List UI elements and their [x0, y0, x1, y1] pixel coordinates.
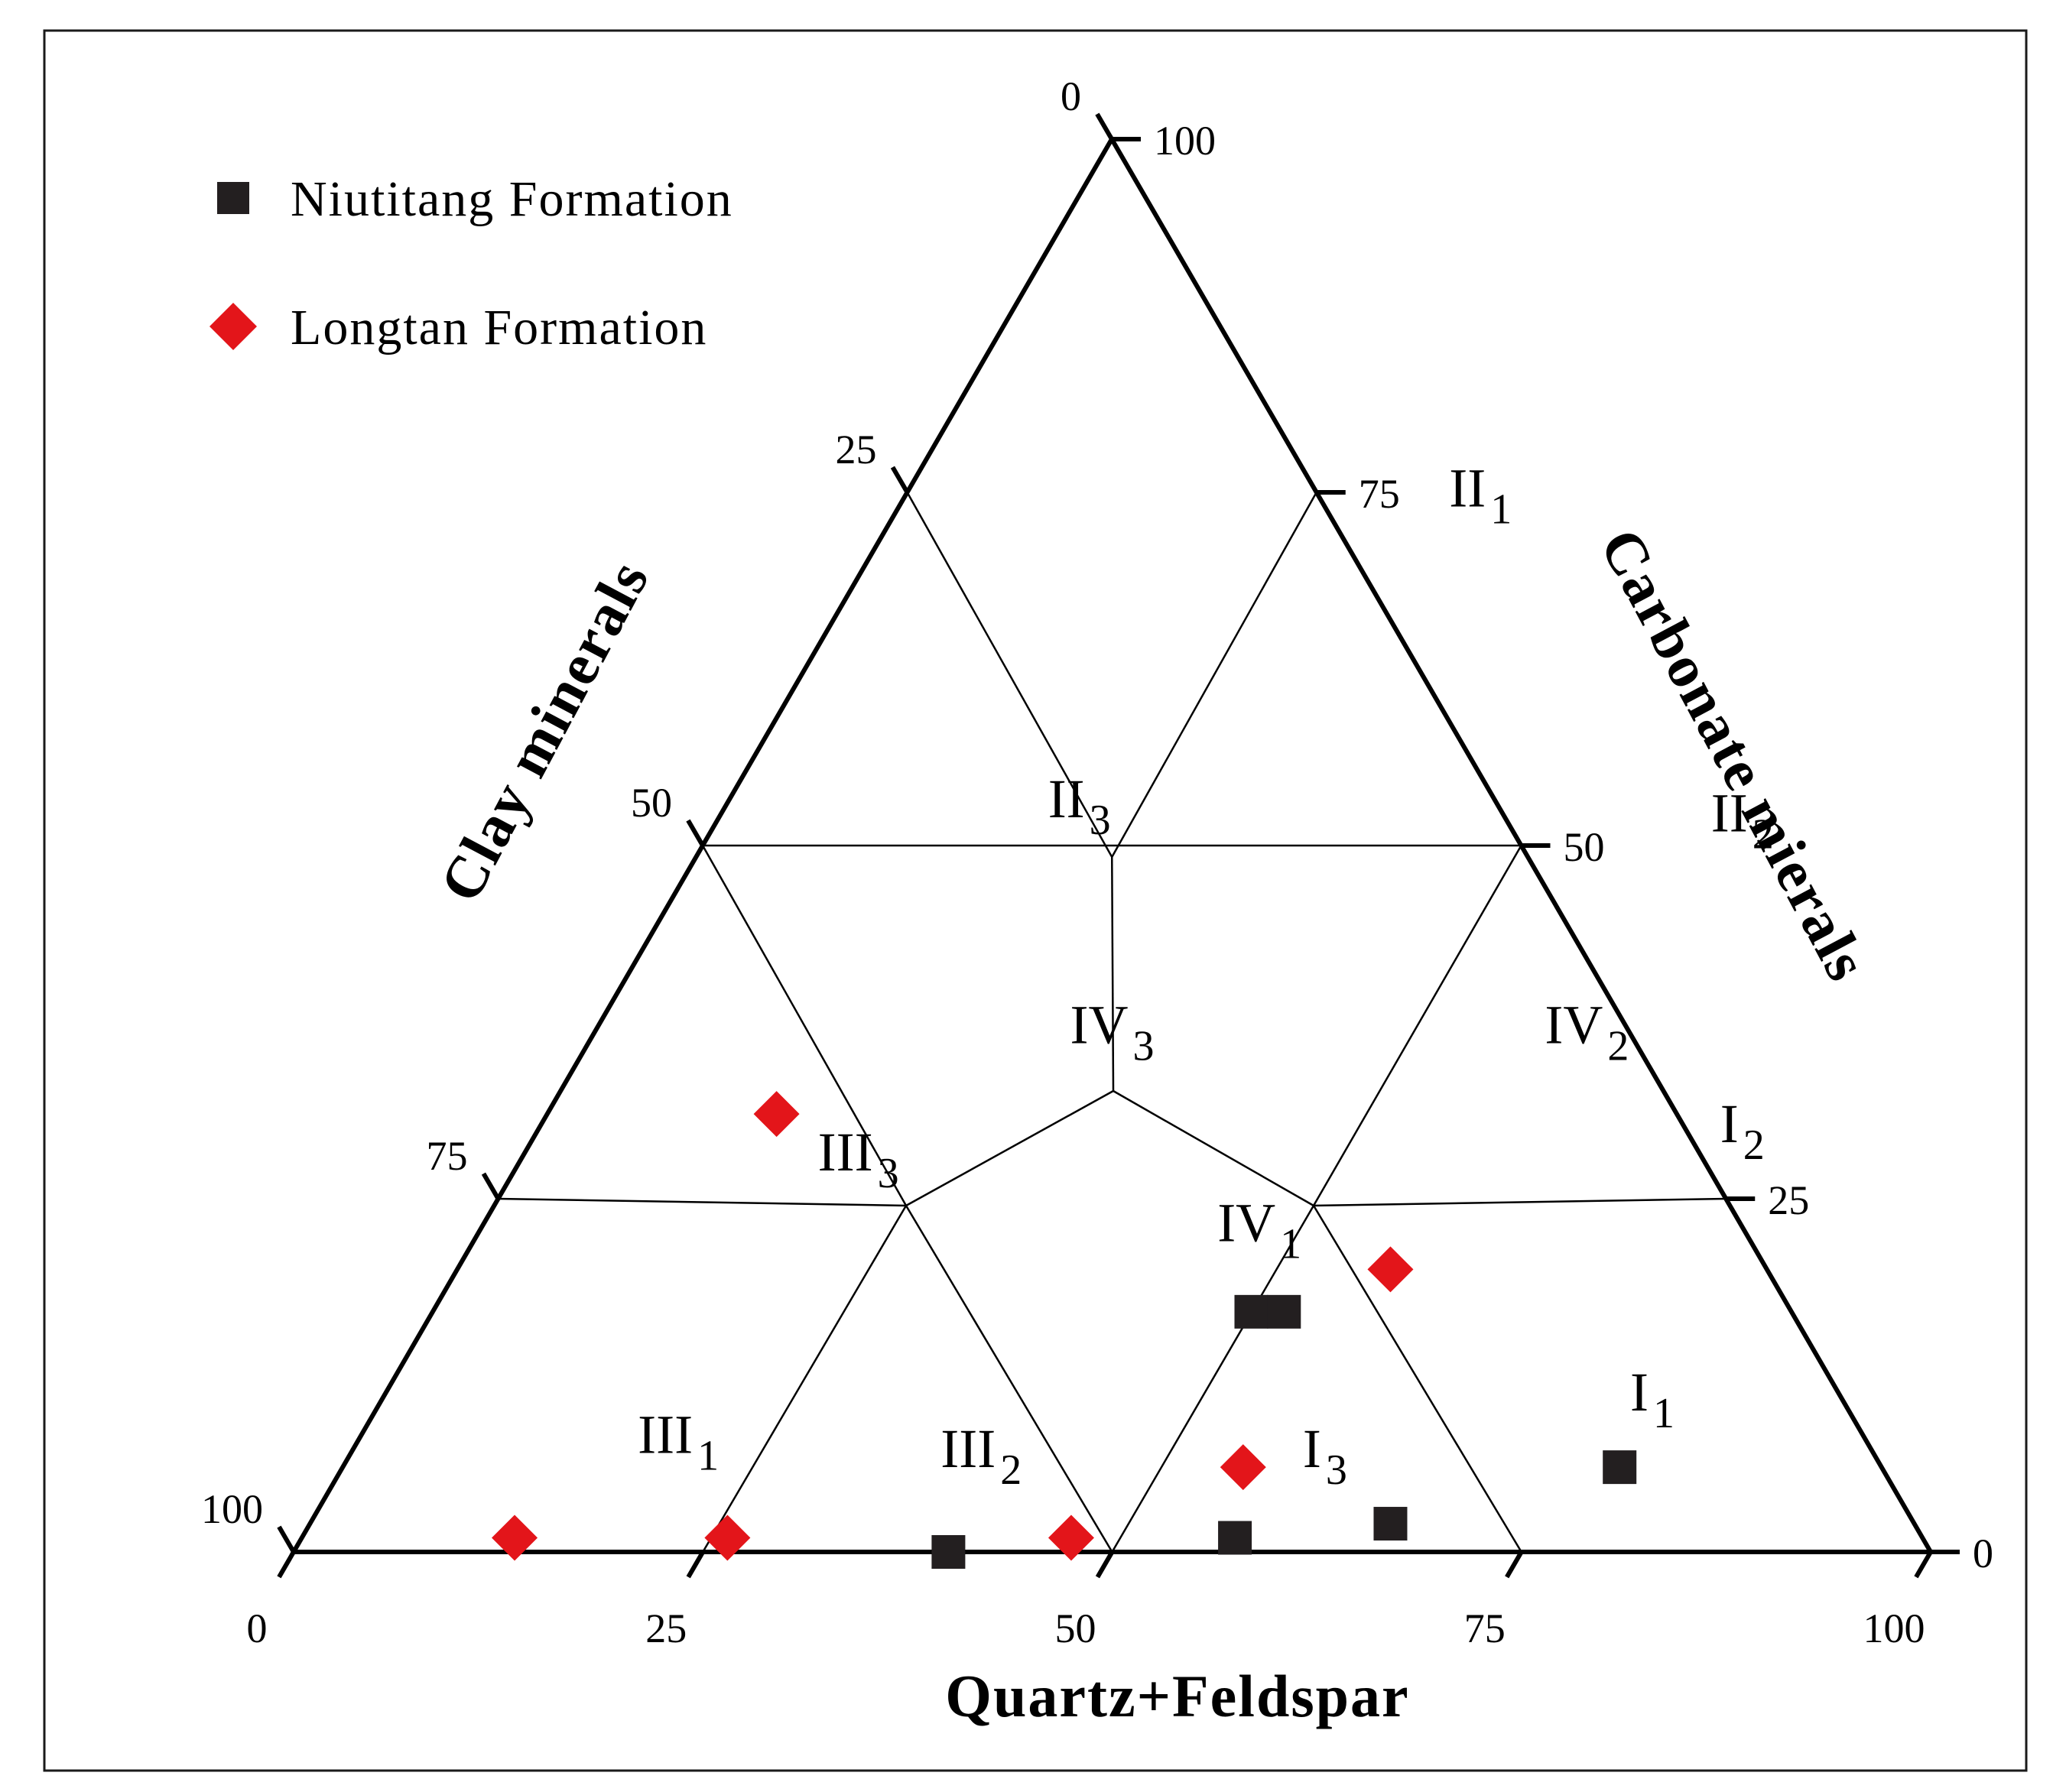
- niutitang-point: [931, 1535, 966, 1569]
- data-points: [492, 1091, 1637, 1569]
- axis-tick: [1095, 1550, 1115, 1579]
- region-boundary-line: [1312, 1205, 1522, 1553]
- region-boundaries: [498, 492, 1727, 1553]
- longtan-point: [704, 1514, 751, 1561]
- axis-tick: [481, 1172, 501, 1200]
- axis-tick: [277, 1525, 296, 1553]
- region-boundary-line: [905, 1089, 1114, 1207]
- bottom-tick-label: 75: [1464, 1605, 1506, 1651]
- region-boundary-line: [1313, 1197, 1727, 1207]
- legend-niutitang-label: Niutitang Formation: [291, 171, 733, 227]
- niutitang-point: [1373, 1507, 1408, 1541]
- longtan-point: [492, 1514, 538, 1561]
- region-boundary-line: [905, 1205, 1113, 1553]
- bottom-tick-label: 100: [1863, 1605, 1925, 1651]
- longtan-point: [1220, 1444, 1266, 1491]
- niutitang-point: [1234, 1294, 1269, 1329]
- left-tick-label: 50: [631, 780, 672, 826]
- region-boundary-line: [906, 492, 1113, 858]
- region-boundary-line: [1312, 845, 1522, 1206]
- axis-tick: [1095, 112, 1114, 141]
- bottom-tick-label: 25: [645, 1605, 687, 1651]
- axis-tick: [277, 1550, 296, 1579]
- niutitang-point: [1218, 1521, 1252, 1555]
- axis-tick: [686, 1550, 705, 1579]
- axis-tick: [1505, 1550, 1524, 1579]
- right-tick-label: 75: [1359, 471, 1400, 517]
- region-boundary-line: [1111, 1205, 1315, 1553]
- axis-ticks: 0 0 0 25 25 25 50 50 50 75 75 75 100 100 100: [201, 73, 1993, 1651]
- figure-frame: [43, 29, 2028, 1772]
- axis-tick: [1914, 1550, 1933, 1579]
- left-tick-label: 75: [427, 1133, 468, 1179]
- region-boundary-line: [701, 845, 908, 1206]
- axis-tick: [890, 466, 910, 494]
- right-tick-label: 50: [1564, 824, 1605, 870]
- legend: Niutitang Formation Longtan Formation: [210, 171, 733, 355]
- region-boundary-line: [702, 1205, 908, 1553]
- right-tick-label: 100: [1154, 118, 1216, 164]
- left-tick-label: 100: [201, 1486, 263, 1532]
- right-tick-label: 0: [1973, 1531, 1993, 1576]
- region-boundary-line: [1113, 1089, 1314, 1207]
- bottom-tick-label: 50: [1055, 1605, 1096, 1651]
- longtan-point: [753, 1091, 800, 1138]
- niutitang-point: [1603, 1450, 1637, 1485]
- bottom-tick-label: 0: [247, 1605, 268, 1651]
- left-tick-label: 25: [836, 427, 877, 472]
- longtan-point: [1048, 1514, 1094, 1561]
- legend-niutitang-marker: [217, 182, 249, 214]
- longtan-point: [1367, 1246, 1414, 1293]
- right-axis-title: Carbonate mierals: [1587, 518, 1882, 992]
- right-tick-label: 25: [1768, 1177, 1809, 1223]
- legend-longtan-label: Longtan Formation: [291, 300, 707, 355]
- legend-longtan-marker: [210, 303, 257, 350]
- region-boundary-line: [1111, 856, 1115, 1092]
- left-tick-label: 0: [1061, 73, 1081, 119]
- region-boundary-line: [498, 1197, 907, 1207]
- region-boundary-line: [1111, 492, 1317, 858]
- niutitang-point: [1267, 1294, 1301, 1329]
- axis-tick: [686, 819, 705, 847]
- left-axis-title: Clay minerals: [427, 549, 662, 912]
- bottom-axis-title: Quartz+Feldspar: [945, 1663, 1409, 1729]
